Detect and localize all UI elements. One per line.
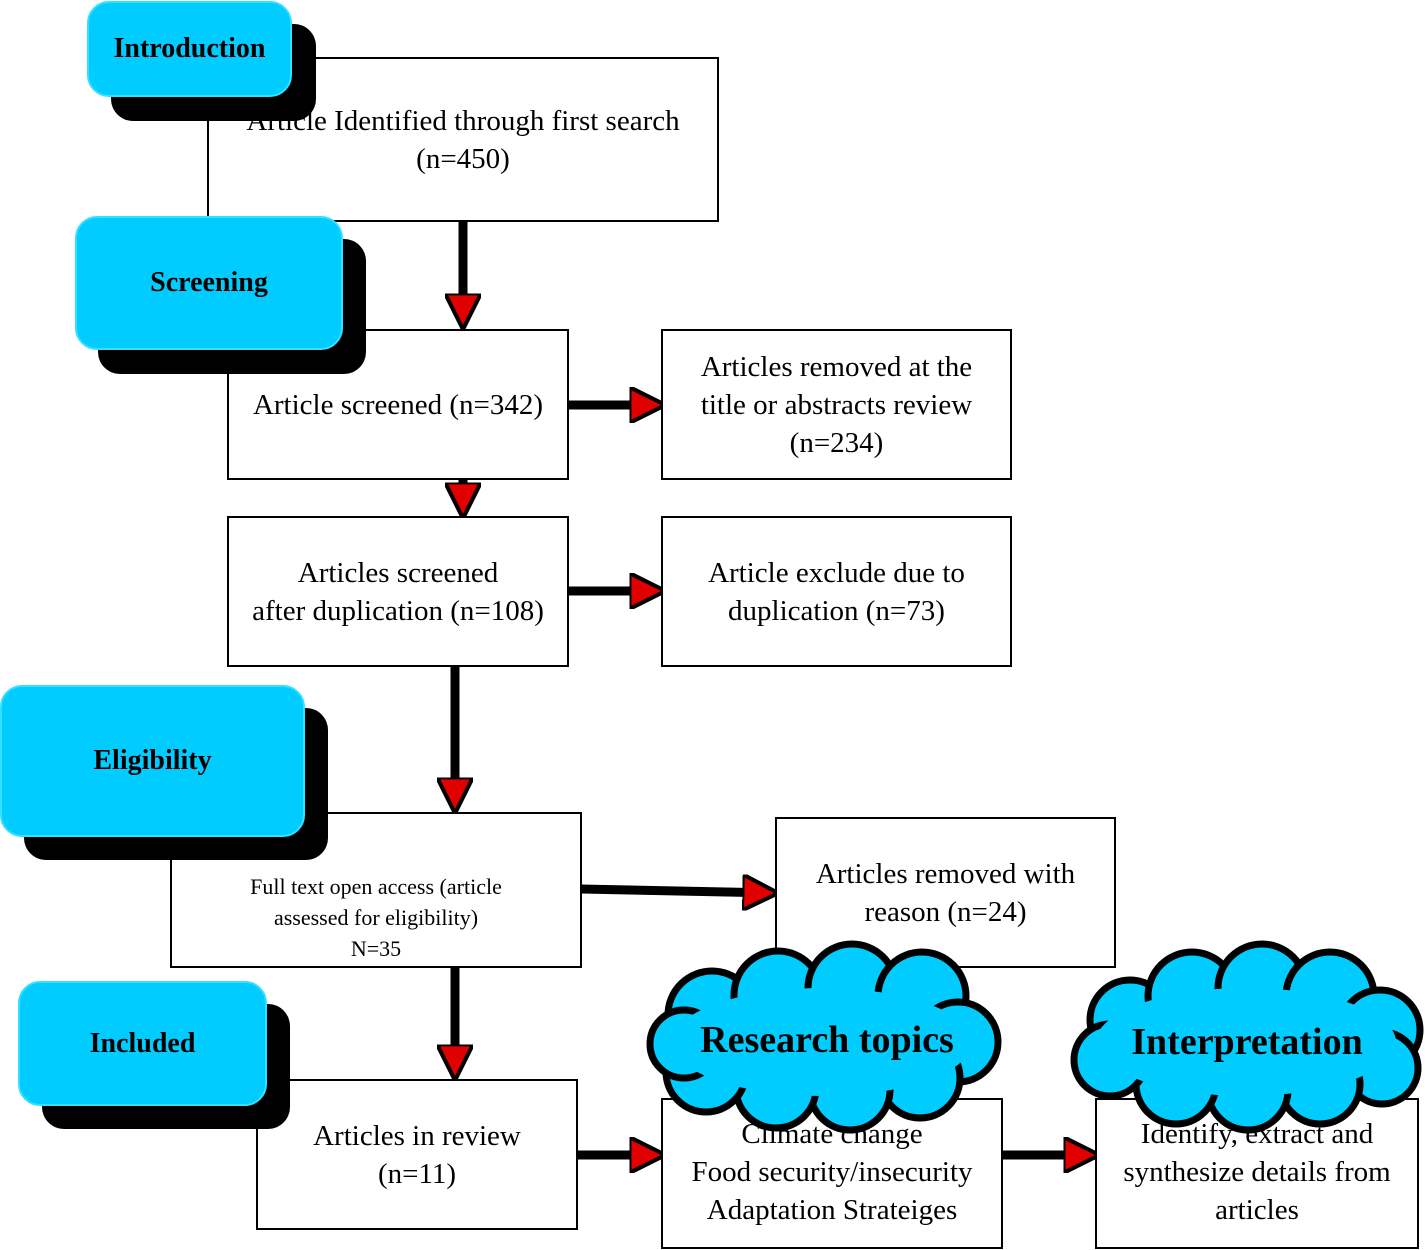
removed-title-count: (n=234) [789, 426, 884, 459]
screened-line-1: Article screened (n=342) [252, 388, 544, 421]
removed-title-line-1: Articles removed at the [700, 350, 973, 383]
introduction-stage: Introduction [87, 1, 292, 97]
in-review-box: Articles in review (n=11) [256, 1079, 578, 1230]
arrow-full-text-to-removed-reason [580, 889, 773, 893]
introduction-stage-label: Introduction [113, 33, 266, 64]
after-duplication-line-1: Articles screened [297, 556, 499, 589]
full-text-count: N=35 [350, 936, 402, 961]
removed-reason-box: Articles removed with reason (n=24) [775, 817, 1116, 968]
full-text-line-2: assessed for eligibility) [273, 905, 479, 930]
in-review-count: (n=11) [377, 1157, 457, 1190]
identified-line-1: Article Identified through first search [246, 104, 680, 137]
identified-count: (n=450) [416, 142, 510, 175]
included-stage: Included [18, 981, 267, 1106]
screening-stage-label: Screening [150, 267, 268, 298]
interpretation-line-3: articles [1215, 1194, 1299, 1226]
removed-title-line-2: title or abstracts review [700, 388, 973, 421]
in-review-line-1: Articles in review [313, 1119, 521, 1152]
removed-title-box: Articles removed at the title or abstrac… [661, 329, 1012, 480]
topic-food-security: Food security/insecurity [691, 1156, 973, 1188]
research-topics-cloud-label: Research topics [700, 1019, 954, 1061]
full-text-line-1: Full text open access (article [250, 874, 502, 899]
interpretation-line-2: synthesize details from [1123, 1156, 1391, 1188]
included-stage-label: Included [89, 1027, 196, 1059]
after-duplication-line-2: after duplication (n=108) [252, 594, 544, 627]
excluded-duplication-line-2: duplication (n=73) [728, 594, 945, 627]
removed-reason-line-1: Articles removed with [815, 857, 1076, 890]
excluded-duplication-line-1: Article exclude due to [708, 556, 965, 589]
screening-stage: Screening [75, 216, 343, 350]
topic-adaptation: Adaptation Strateiges [706, 1194, 958, 1226]
eligibility-stage: Eligibility [0, 685, 305, 837]
removed-reason-line-2: reason (n=24) [864, 895, 1027, 928]
excluded-duplication-box: Article exclude due to duplication (n=73… [661, 516, 1012, 667]
interpretation-cloud-label: Interpretation [1131, 1021, 1363, 1063]
after-duplication-box: Articles screened after duplication (n=1… [227, 516, 569, 667]
eligibility-stage-label: Eligibility [93, 745, 212, 776]
